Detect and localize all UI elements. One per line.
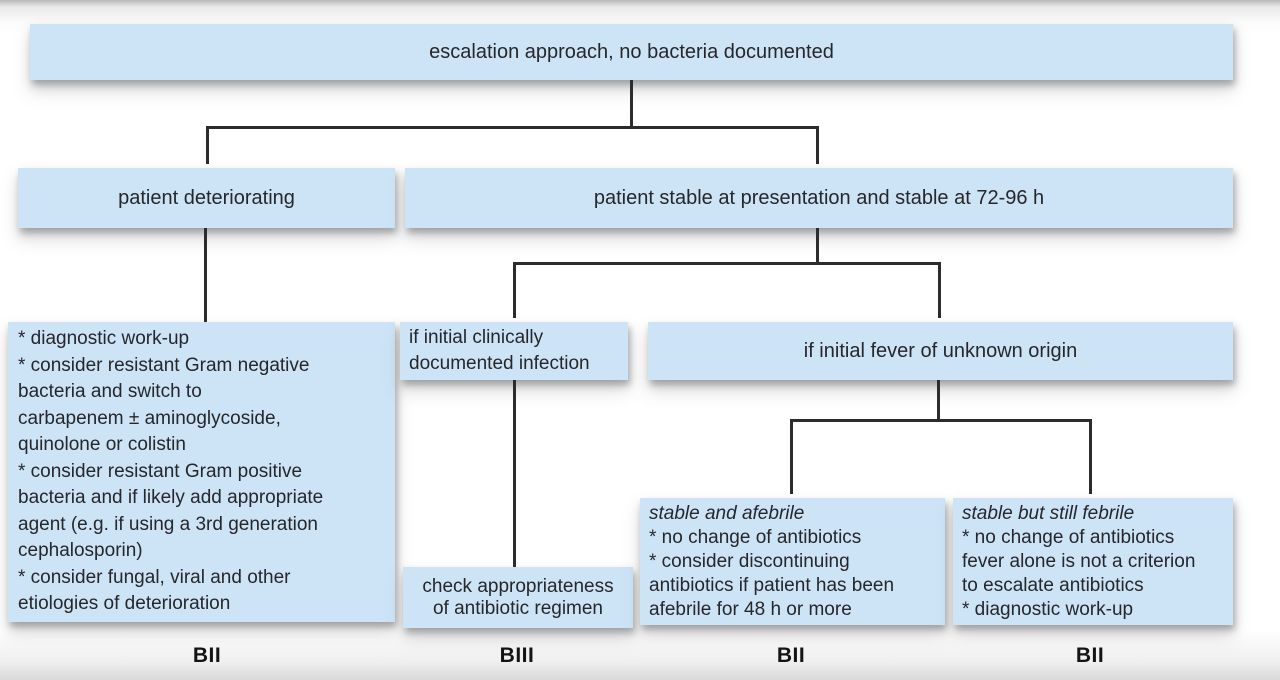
connector-fever-stem (937, 380, 940, 421)
grade-label-febrile: BII (1075, 644, 1105, 667)
grade-label-afebrile: BII (776, 644, 806, 667)
node-check-appropriateness: check appropriateness of antibiotic regi… (403, 567, 633, 628)
node-escalation-approach-label: escalation approach, no bacteria documen… (429, 40, 834, 63)
node-stable-febrile-heading: stable but still febrile (962, 502, 1135, 524)
node-clinically-documented-infection: if initial clinically documented infecti… (400, 322, 628, 380)
grade-label-deteriorating: BII (192, 644, 222, 667)
node-patient-deteriorating-label: patient deteriorating (118, 186, 295, 209)
connector-deteriorating-workup (204, 228, 207, 322)
node-fever-unknown-origin: if initial fever of unknown origin (648, 322, 1233, 380)
node-fever-unknown-origin-label: if initial fever of unknown origin (803, 339, 1078, 362)
node-patient-stable: patient stable at presentation and stabl… (405, 168, 1233, 228)
connector-fever-drop-left (790, 419, 793, 494)
node-stable-afebrile-body: * no change of antibiotics * consider di… (649, 526, 895, 620)
connector-stable-crossbar (513, 262, 941, 265)
connector-clinical-check (513, 380, 516, 567)
connector-stable-drop-left (513, 262, 516, 318)
connector-stable-drop-right (938, 262, 941, 318)
node-stable-afebrile-heading: stable and afebrile (649, 502, 805, 524)
node-stable-febrile: stable but still febrile * no change of … (953, 498, 1233, 625)
grade-label-clinical: BIII (499, 644, 535, 667)
node-check-appropriateness-label: check appropriateness of antibiotic regi… (422, 575, 614, 619)
connector-root-drop-left (206, 126, 209, 164)
node-stable-febrile-body: * no change of antibiotics fever alone i… (962, 526, 1196, 620)
connector-fever-crossbar (790, 419, 1092, 422)
node-diagnostic-workup: * diagnostic work-up * consider resistan… (8, 322, 395, 622)
connector-root-drop-right (816, 126, 819, 164)
node-stable-afebrile: stable and afebrile * no change of antib… (640, 498, 945, 625)
node-clinically-documented-infection-label: if initial clinically documented infecti… (409, 327, 590, 374)
node-escalation-approach: escalation approach, no bacteria documen… (30, 24, 1233, 80)
node-patient-deteriorating: patient deteriorating (18, 168, 395, 228)
connector-root-crossbar (206, 126, 819, 129)
node-patient-stable-label: patient stable at presentation and stabl… (593, 186, 1045, 209)
connector-stable-stem (816, 228, 819, 264)
connector-fever-drop-right (1089, 419, 1092, 494)
node-diagnostic-workup-label: * diagnostic work-up * consider resistan… (18, 328, 324, 615)
connector-root-stem (630, 80, 633, 128)
